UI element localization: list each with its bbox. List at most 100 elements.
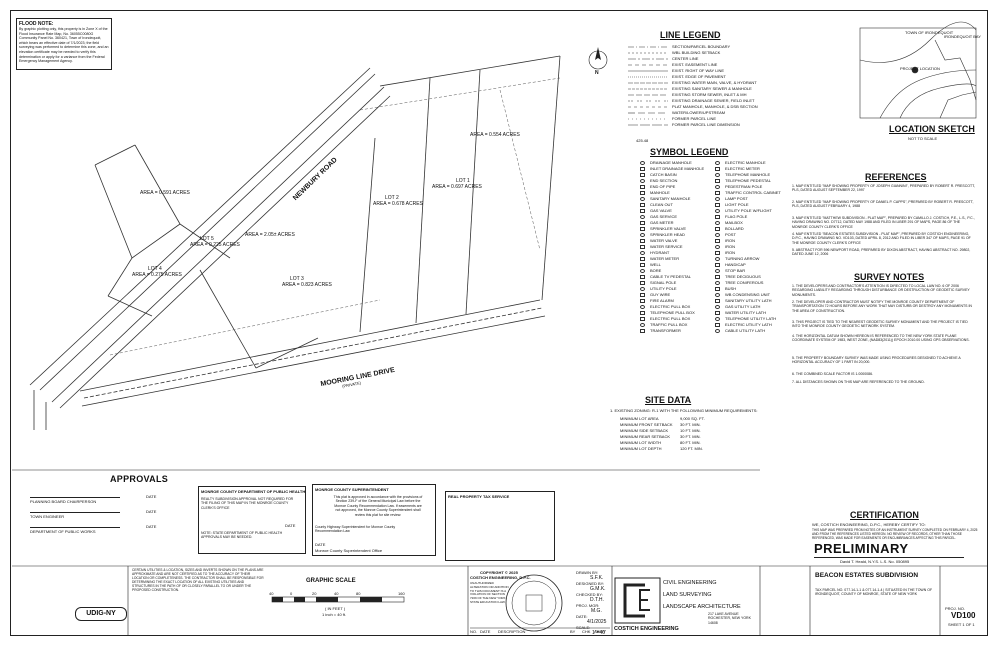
symbol-legend-row: WATER SERVICE: [640, 244, 740, 250]
symbol-icon: [715, 251, 720, 255]
scale-tick-4: 80: [356, 591, 361, 596]
lot5-label: LOT 5: [200, 236, 214, 242]
graphic-scale-title: GRAPHIC SCALE: [306, 578, 356, 584]
revision-col-header: DATE: [480, 629, 491, 634]
symbol-legend-row: BUSH: [715, 286, 815, 292]
site-data-intro: 1. EXISTING ZONING: R-1 WITH THE FOLLOWI…: [610, 408, 758, 413]
drawn-by: S.F.K.: [590, 575, 604, 581]
symbol-icon: [640, 263, 645, 267]
symbol-legend-row: ELECTRIC PULL BOX: [640, 304, 740, 310]
symbol-legend-row: HANDICAP: [715, 262, 815, 268]
symbol-legend-row: UTILITY POLE W/FLIGHT: [715, 208, 815, 214]
symbol-icon: [715, 281, 720, 285]
symbol-icon: [640, 233, 645, 237]
drawn-by-label: DRAWN BY:: [576, 570, 599, 575]
survey-note-item: 3. THIS PROJECT IS TIED TO THE NEAREST G…: [792, 320, 968, 329]
symbol-legend-label: CABLE UTILITY LATH: [725, 328, 766, 333]
symbol-icon: [640, 227, 645, 231]
symbol-icon: [715, 329, 720, 333]
symbol-legend-label: GAS SERVICE: [650, 214, 678, 219]
symbol-legend-row: HYDRANT: [640, 250, 740, 256]
symbol-legend-row: TRAFFIC PULL BOX: [640, 322, 740, 328]
symbol-legend-label: TELEPHONE PEDESTAL: [725, 178, 771, 183]
revision-col-header: CHK: [582, 629, 591, 634]
survey-note-item: 7. ALL DISTANCES SHOWN ON THIS MAP ARE R…: [792, 380, 925, 384]
line-legend-item: EXISTING WATER MAIN, VALVE, & HYDRANT: [672, 80, 757, 85]
flood-note-title: FLOOD NOTE:: [19, 21, 54, 27]
site-data-label: MINIMUM LOT AREA: [620, 416, 659, 421]
symbol-legend-label: GAS VALVE: [650, 208, 672, 213]
symbol-icon: [715, 161, 720, 165]
symbol-icon: [640, 299, 645, 303]
symbol-legend-label: TURNING ARROW: [725, 256, 760, 261]
symbol-icon: [640, 281, 645, 285]
symbol-icon: [715, 275, 720, 279]
approval-date-3: DATE: [146, 524, 157, 529]
lot5-area: AREA = 0.225 ACRES: [190, 242, 240, 248]
designed-by: G.M.K.: [590, 586, 606, 592]
service-landscape: LANDSCAPE ARCHITECTURE: [663, 604, 741, 610]
line-legend-item: EXIST. RIGHT OF WAY LINE: [672, 68, 725, 73]
symbol-legend-label: CLEAN OUT: [650, 202, 673, 207]
symbol-legend-row: WB CONDENSING UNIT: [715, 292, 815, 298]
symbol-legend-row: LAMP POST: [715, 196, 815, 202]
project-no-label: PROJ. NO.: [945, 606, 966, 611]
symbol-legend-row: TREE CONIFEROUS: [715, 280, 815, 286]
symbol-legend-label: GUY WIRE: [650, 292, 671, 297]
health-box-note: NOTE: STATE DEPARTMENT OF PUBLIC HEALTH …: [201, 531, 283, 540]
symbol-legend-label: TELEPHONE PULL BOX: [650, 310, 695, 315]
symbol-legend-row: END OF PIPE: [640, 184, 740, 190]
symbol-legend-label: ELECTRIC PULL BOX: [650, 304, 691, 309]
symbol-legend-row: GAS METER: [640, 220, 740, 226]
drawing-number: VD100: [951, 611, 976, 620]
lot2-label: LOT 2: [385, 195, 399, 201]
symbol-legend-title: SYMBOL LEGEND: [650, 147, 729, 157]
symbol-legend-row: GAS VALVE: [640, 208, 740, 214]
line-legend-item: WATER/LOWER/UPSTREAM: [672, 110, 726, 115]
symbol-legend-label: TREE DECIDUOUS: [725, 274, 761, 279]
symbol-legend-row: SANITARY MANHOLE: [640, 196, 740, 202]
lot2-area: AREA = 0.678 ACRES: [373, 201, 423, 207]
symbol-icon: [640, 161, 645, 165]
reference-item: 5. ABSTRACT FOR 596 NEWPORT ROAD, PREPAR…: [792, 248, 971, 257]
location-sketch-map: [859, 21, 977, 119]
symbol-legend-label: SPRINKLER HEAD: [650, 232, 685, 237]
reference-item: 3. MAP ENTITLED "MATTHEW SUBDIVISION - P…: [792, 216, 975, 229]
reference-item: 2. MAP ENTITLED "MAP SHOWING PROPERTY OF…: [792, 200, 974, 209]
symbol-legend-row: INLET DRAINAGE MANHOLE: [640, 166, 740, 172]
symbol-legend-row: UTILITY POLE: [640, 286, 740, 292]
symbol-legend-label: GAS UTILITY LATH: [725, 304, 761, 309]
symbol-legend-row: IRON: [715, 250, 815, 256]
utility-disclaimer: CERTAIN UTILITIES & LOCATION, SIZES AND …: [132, 568, 264, 593]
site-data-value: 9,000 SQ. FT.: [680, 416, 705, 421]
health-box-date: DATE: [285, 523, 296, 528]
scale-tick-2: 20: [312, 591, 317, 596]
symbol-legend-row: MANHOLE: [640, 190, 740, 196]
symbol-icon: [640, 239, 645, 243]
symbol-legend-row: LIGHT POLE: [715, 202, 815, 208]
symbol-legend-label: WATER METER: [650, 256, 680, 261]
north-arrow-icon: [588, 47, 608, 70]
symbol-legend-label: ELECTRIC METER: [725, 166, 760, 171]
symbol-legend-label: FLAG POLE: [725, 214, 748, 219]
symbol-icon: [715, 287, 720, 291]
symbol-legend-label: STOP BAR: [725, 268, 746, 273]
symbol-legend-label: SANITARY UTILITY LATH: [725, 298, 772, 303]
site-data-label: MINIMUM LOT WIDTH: [620, 440, 662, 445]
symbol-icon: [715, 323, 720, 327]
checked-by: D.T.H.: [590, 597, 604, 603]
symbol-legend-row: TURNING ARROW: [715, 256, 815, 262]
symbol-legend-label: MAILBOX: [725, 220, 743, 225]
symbol-legend-row: WATER METER: [640, 256, 740, 262]
symbol-icon: [640, 311, 645, 315]
symbol-legend-label: ELECTRIC UTILITY LATH: [725, 322, 772, 327]
line-legend-item: SECTION/PARCEL BOUNDARY: [672, 44, 731, 49]
symbol-icon: [715, 215, 720, 219]
symbol-icon: [640, 167, 645, 171]
lot3-label: LOT 3: [290, 276, 304, 282]
copyright-firm: COSTICH ENGINEERING, D.P.C.: [470, 575, 531, 580]
revision-col-header: BY: [570, 629, 576, 634]
symbol-legend-label: END SECTION: [650, 178, 678, 183]
county-box-title: MONROE COUNTY SUPERINTENDENT: [315, 487, 389, 492]
